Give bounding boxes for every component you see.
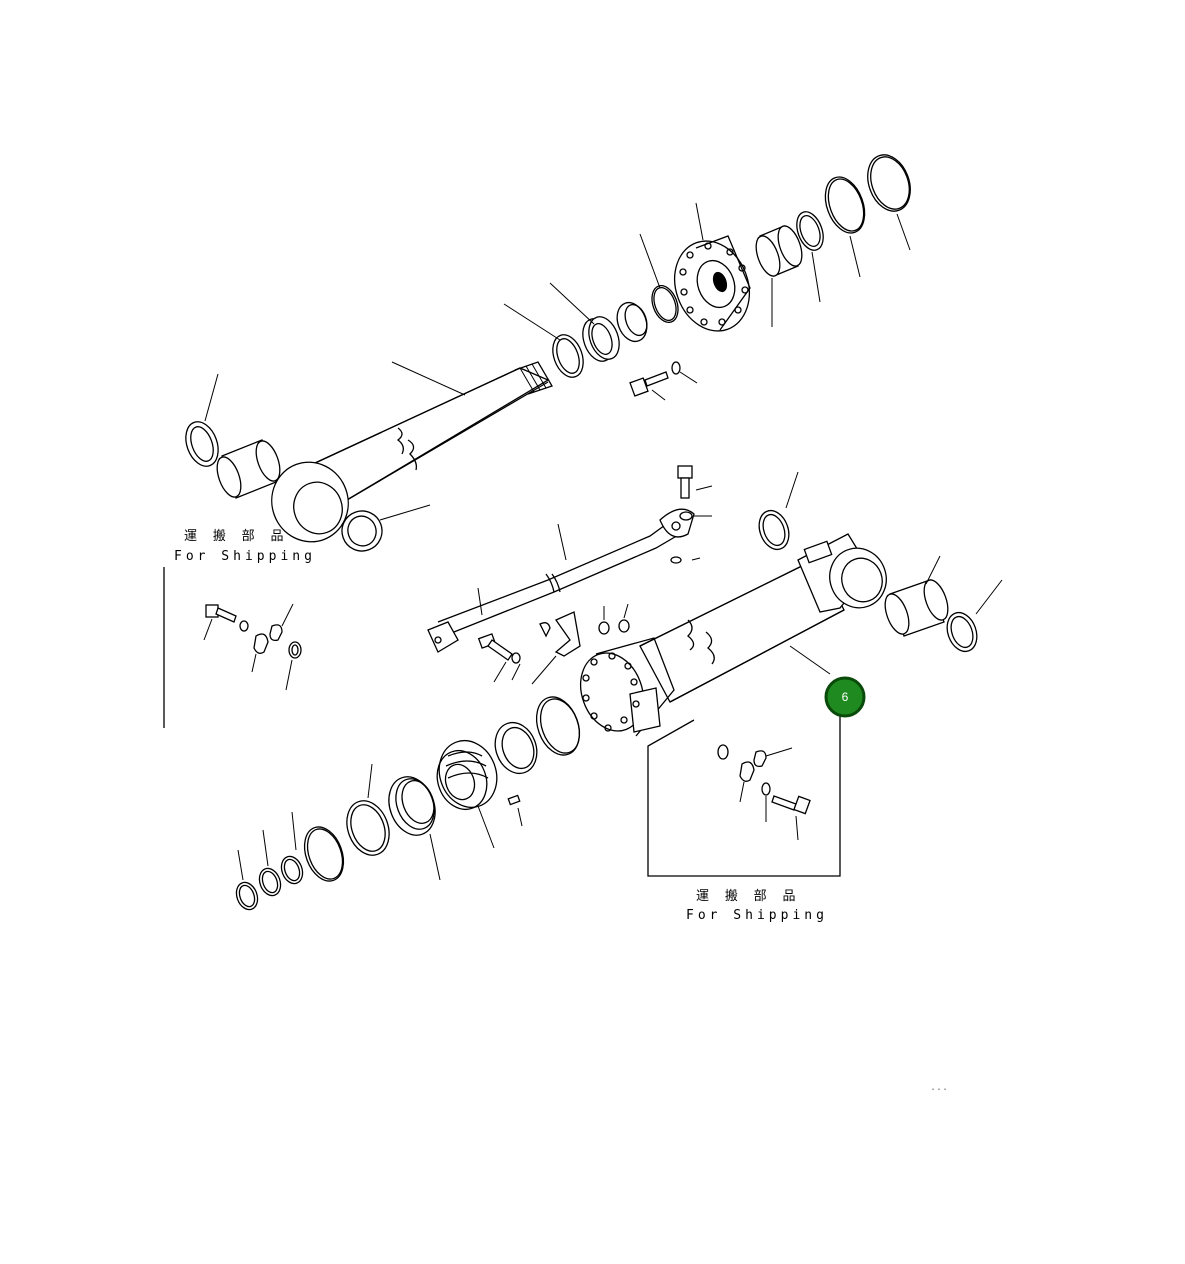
cylinder-head [674,202,751,332]
drawing-code: ... [930,1082,948,1093]
seal-ring-upper-left [185,373,219,467]
pipe-clamp-parts [477,603,630,685]
bushing-upper-left [216,439,281,499]
head-bushing [755,225,803,327]
head-bolt [629,361,698,401]
shipping-label-right: 運 搬 部 品 For Shipping [686,889,828,923]
piston-rod-assembly [271,361,553,543]
shipping-group-left: 運 搬 部 品 For Shipping [163,529,316,728]
rod-rings [503,233,679,378]
shipping-group-right: 運 搬 部 品 For Shipping [647,716,841,923]
seal-ring-rod-eye [341,504,431,552]
bushing-lower-right [884,555,949,637]
svg-text:6: 6 [842,690,849,704]
svg-text:For Shipping: For Shipping [174,549,316,564]
seal-ring-far-right [946,579,1003,653]
callout-marker-6[interactable]: 6 [824,676,866,718]
svg-text:運 搬 部 品: 運 搬 部 品 [184,529,287,544]
svg-text:運 搬 部 品: 運 搬 部 品 [696,889,799,904]
seal-ring-lower-right [758,471,799,551]
head-rings [796,154,911,303]
hydraulic-pipe [427,465,713,653]
piston-parts [235,696,581,911]
shipping-label-left: 運 搬 部 品 For Shipping [174,529,316,564]
cylinder-tube [580,533,887,737]
svg-text:For Shipping: For Shipping [686,908,828,923]
